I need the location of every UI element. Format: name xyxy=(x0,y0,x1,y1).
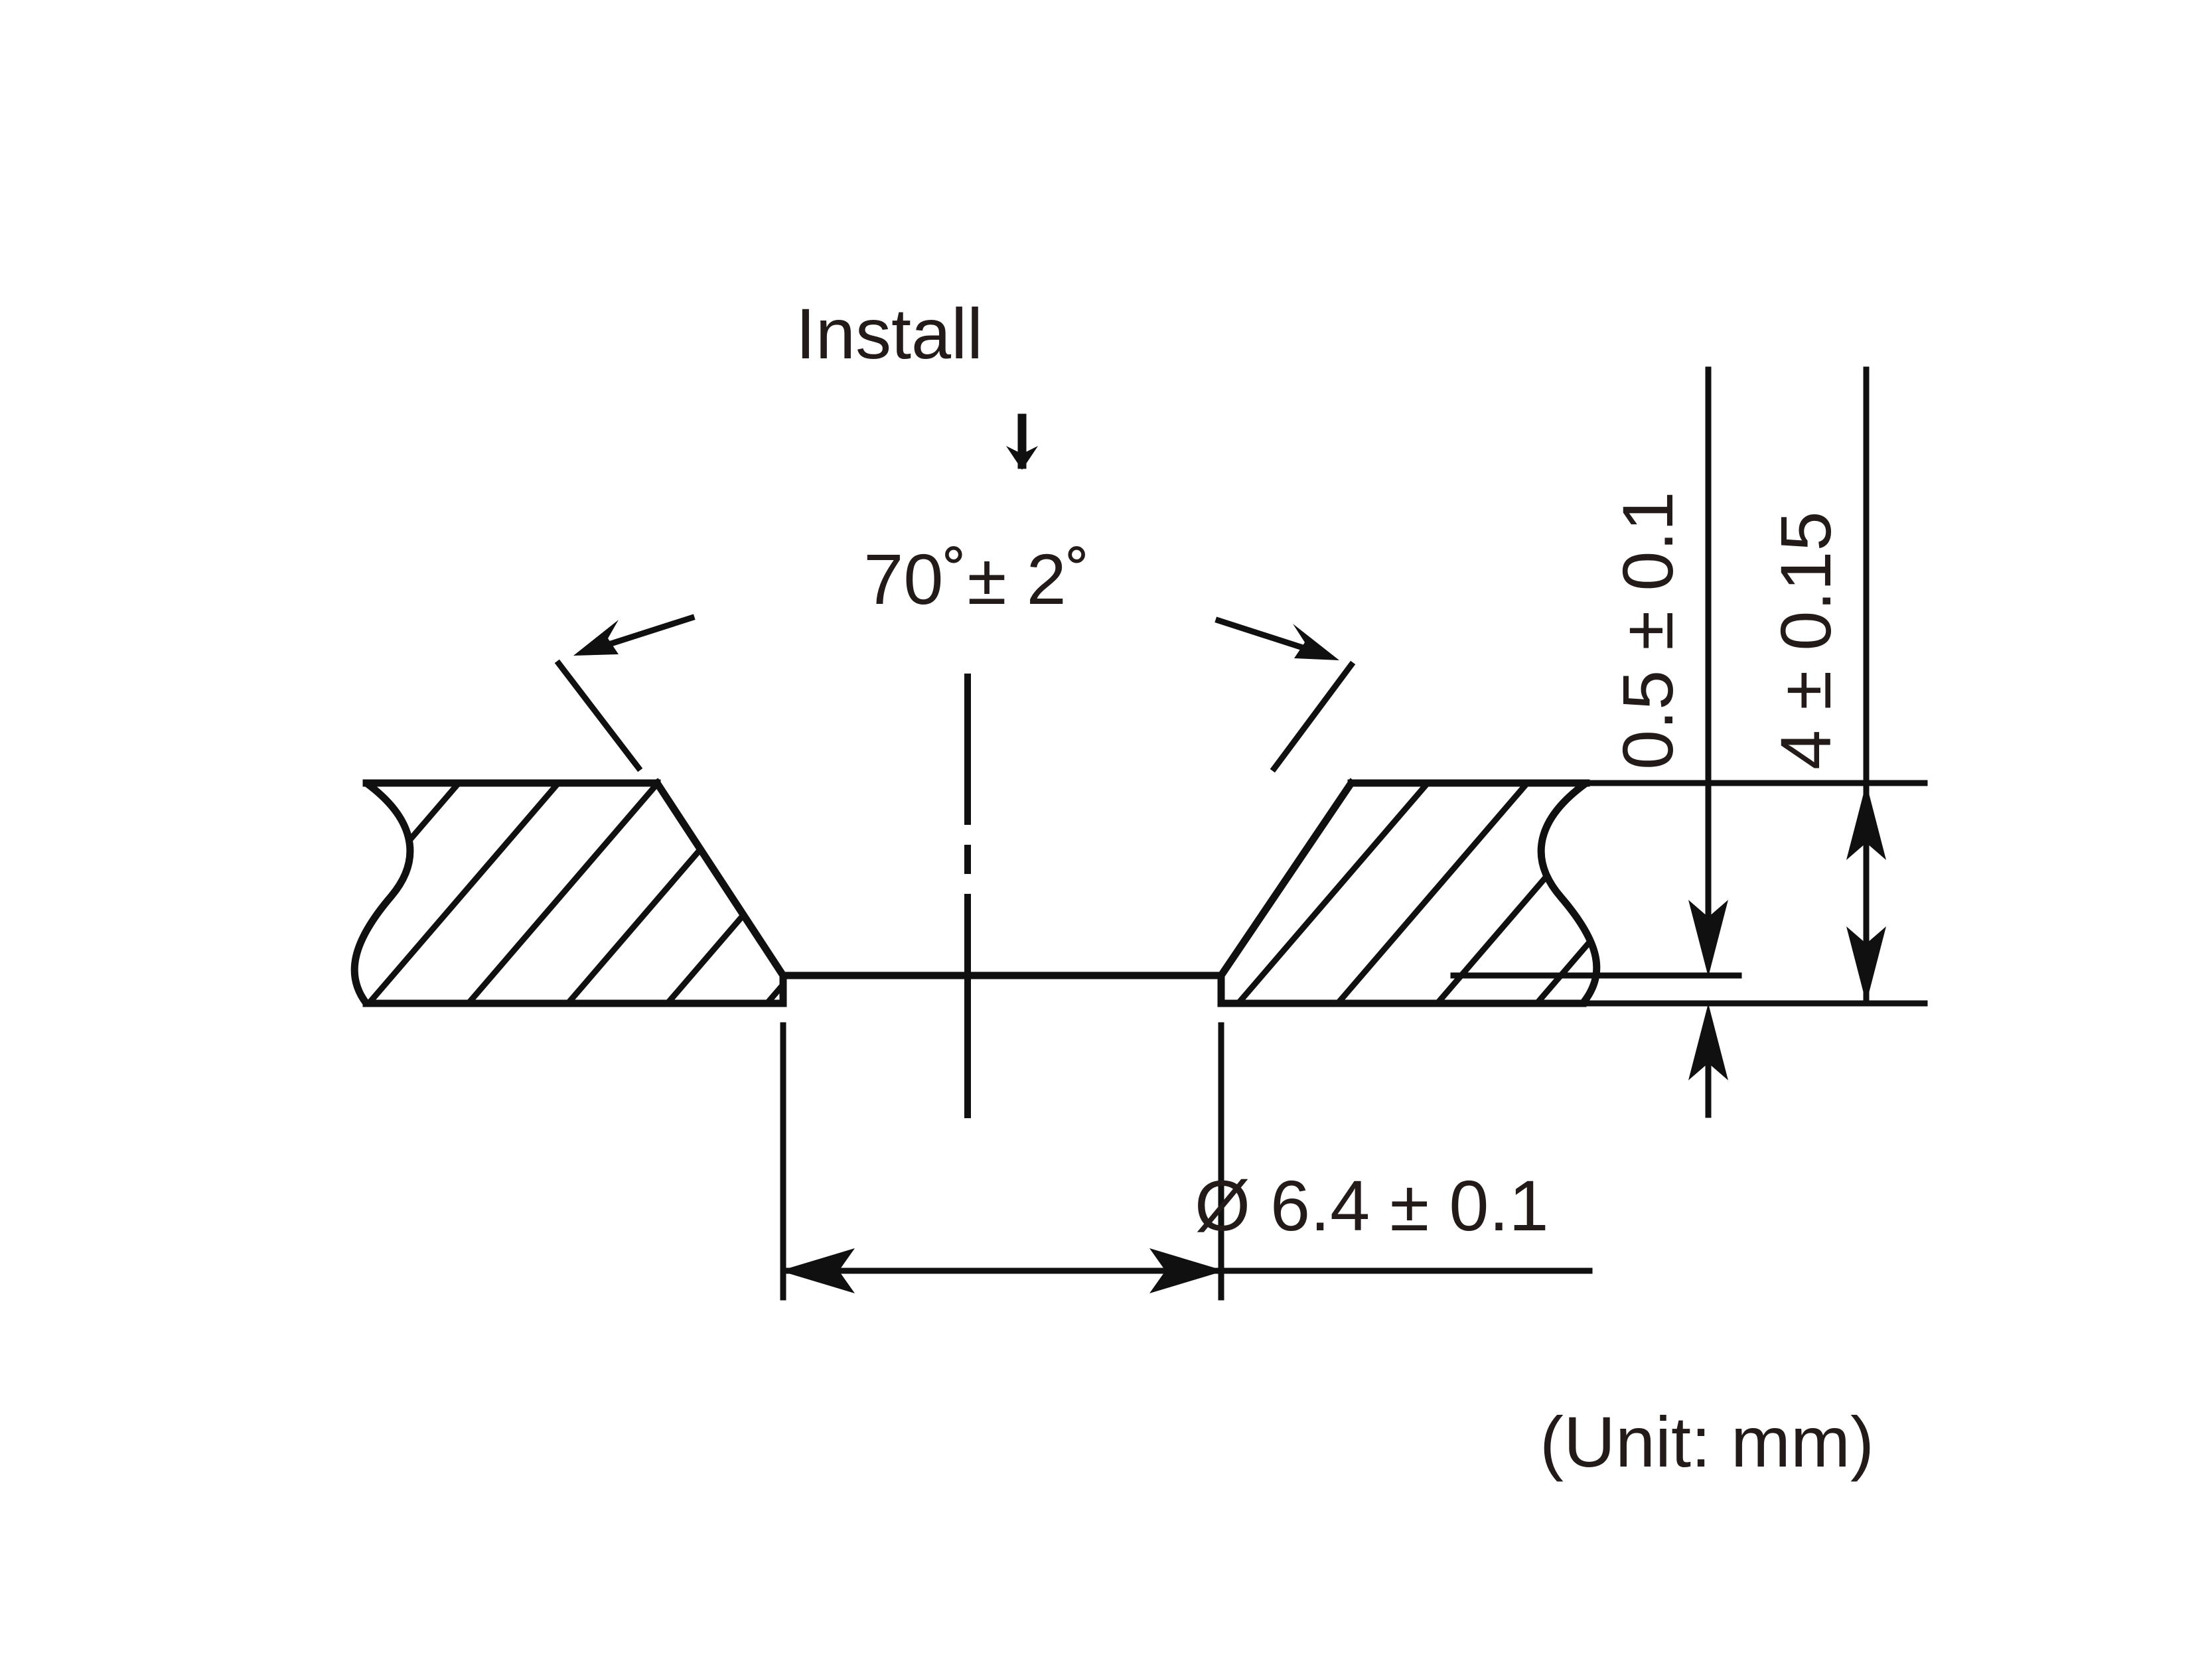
install-arrow-head xyxy=(1006,446,1038,470)
part-outline xyxy=(350,778,1601,1007)
chamfer-right-face xyxy=(1216,778,1357,981)
hatch-line xyxy=(1283,783,1578,1003)
chamfer-left-face xyxy=(652,778,788,981)
angle-leader-right xyxy=(1215,616,1356,773)
break-line-left xyxy=(350,779,414,1007)
hatch-line xyxy=(354,783,609,1003)
angle-dimension-label: 70˚± 2˚ xyxy=(863,539,1090,619)
angle-arrow-head-left xyxy=(573,620,619,656)
plate-thickness-label: 4 ± 0.15 xyxy=(1765,511,1846,770)
install-callout: Install xyxy=(796,293,1038,470)
plate-arrow-head-bottom xyxy=(1846,926,1886,1003)
angle-leader-left xyxy=(554,614,696,772)
hatch-line xyxy=(712,783,783,1003)
unit-note: (Unit: mm) xyxy=(1540,1402,1874,1482)
down-arrow-icon xyxy=(1006,413,1038,470)
plate-thickness-dimension: 4 ± 0.15 xyxy=(1765,366,1886,1007)
diameter-dimension: Ø 6.4 ± 0.1 xyxy=(780,1022,1593,1301)
angle-extension-right xyxy=(1270,660,1356,773)
land-thickness-dimension: 0.5 ± 0.1 xyxy=(1607,366,1728,1118)
right-extension-lines xyxy=(1450,780,1928,1007)
install-label: Install xyxy=(796,293,983,374)
diameter-dimension-label: Ø 6.4 ± 0.1 xyxy=(1195,1165,1549,1246)
angle-extension-left xyxy=(554,659,643,772)
plate-arrow-head-top xyxy=(1846,783,1886,860)
hatch-line xyxy=(1382,783,1597,1003)
hatch-line xyxy=(413,783,708,1003)
angle-arrow-head-right xyxy=(1293,624,1339,660)
land-thickness-label: 0.5 ± 0.1 xyxy=(1607,491,1688,770)
land-arrow-head-lower xyxy=(1688,1003,1728,1080)
diameter-arrow-head-right xyxy=(1149,1248,1224,1293)
hatch-line xyxy=(1221,783,1478,1003)
diameter-arrow-head-left xyxy=(780,1248,855,1293)
land-arrow-head-upper xyxy=(1688,900,1728,977)
